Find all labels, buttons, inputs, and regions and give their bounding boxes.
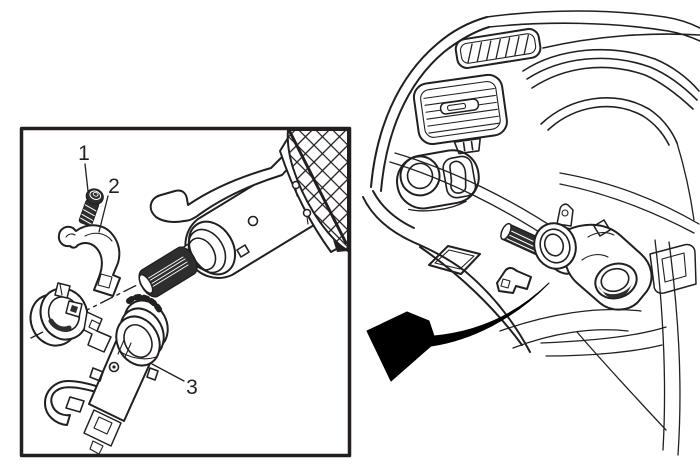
dash-trim-opening: [428, 245, 481, 275]
ignition-switch-module: [564, 223, 653, 311]
clamp-foot-hole: [97, 273, 113, 289]
headlight-switch-lever: [449, 160, 467, 194]
housing-screw-boss: [108, 361, 120, 373]
lower-dash-lines: [540, 239, 681, 456]
callout-1-leader: [84, 163, 89, 192]
dash-trim-opening-inner: [434, 249, 475, 270]
housing-upper-arm-slot: [88, 319, 101, 332]
column-upper-tab: [556, 203, 574, 227]
parts-detail-inset: 1 2 3: [19, 126, 352, 458]
module-right-bracket-inner: [661, 252, 687, 283]
lock-module-opening: [594, 262, 638, 300]
housing-cap-face-inner: [123, 323, 153, 359]
headlight-switch-knob: [399, 155, 441, 197]
bolt-head-ring-inner: [92, 191, 99, 197]
headlight-switch-shadow: [408, 200, 467, 212]
column-tube-screw: [247, 215, 259, 227]
callout-2-label: 2: [108, 175, 120, 198]
callout-3-label: 3: [186, 376, 198, 399]
install-direction-arrow: [366, 282, 550, 382]
column-upper-tab-hole: [561, 209, 569, 217]
collar-ring: [29, 282, 89, 347]
splined-shaft-tip: [138, 273, 154, 295]
side-vent-control-grip: [446, 102, 467, 111]
a-pillar: [370, 16, 490, 192]
lock-module-opening-inner: [600, 267, 630, 293]
lock-cylinder-housing: [44, 294, 169, 455]
callout-1-label: 1: [78, 142, 90, 165]
bracket-stud-2: [302, 208, 312, 218]
steering-column-assembly: [138, 129, 351, 298]
bolt-head-ring: [89, 190, 102, 200]
column-lever: [149, 152, 296, 223]
collar-top-tab-slot: [59, 283, 63, 296]
mesh-panel-edge: [288, 130, 348, 245]
housing-screw-center: [112, 365, 116, 369]
column-lower-bracket-hole: [500, 278, 511, 289]
collar-top-tab: [54, 282, 71, 299]
callout-3-leader: [151, 363, 185, 382]
column-under-lines: [499, 308, 642, 349]
hood-lower-lines: [559, 142, 700, 234]
splined-shaft-stub-tip: [500, 222, 512, 241]
headlight-switch-knob-center: [406, 162, 434, 190]
dashboard-overview: [362, 10, 700, 456]
callout-3: 3: [151, 363, 198, 399]
housing-connector-inner: [93, 416, 113, 435]
mounting-bolt: [78, 188, 104, 227]
housing-side-notches: [89, 367, 159, 382]
collar-side-lug-hole: [70, 305, 78, 313]
housing-rib-lines: [117, 339, 157, 360]
retaining-clamp: [57, 224, 121, 297]
steering-column-stub: [496, 203, 697, 349]
clamp-detail-lines: [65, 232, 113, 242]
windshield-lines: [486, 10, 700, 49]
splined-shaft-splines: [146, 256, 189, 288]
callout-2: 2: [98, 175, 120, 233]
side-vent-inner: [420, 80, 501, 138]
clamp-strap: [57, 224, 121, 297]
housing-hook-block: [65, 396, 85, 413]
bolt-threads: [80, 204, 97, 225]
defroster-vent: [454, 28, 542, 69]
callout-2-leader: [98, 195, 109, 233]
headlight-switch-housing: [396, 149, 480, 210]
housing-hook-bracket: [44, 380, 100, 426]
housing-connector: [83, 409, 122, 447]
defroster-vent-outer: [454, 28, 542, 69]
column-hub-mid-ring: [539, 228, 571, 264]
housing-cap-castellation: [126, 294, 164, 316]
module-rib-lines: [581, 232, 615, 261]
bracket-stud-stems: [295, 188, 309, 225]
callout-1: 1: [78, 142, 90, 192]
defroster-vent-slats: [467, 34, 530, 64]
headlight-switch: [396, 149, 480, 212]
defroster-vent-inner: [459, 33, 537, 64]
housing-connector-tip: [89, 440, 104, 455]
instrument-cluster-hood: [522, 48, 700, 146]
collar-inner-shadow: [48, 318, 72, 332]
side-vent-outer: [412, 73, 508, 146]
column-hub-inner-ring: [543, 233, 565, 257]
side-air-vent: [412, 73, 508, 155]
lock-module-opening-shadow: [598, 282, 633, 299]
column-tube-slot: [236, 244, 250, 258]
mesh-panel-corner: [333, 240, 348, 252]
dash-left-silhouette: [362, 190, 531, 353]
headlight-switch-opening: [442, 155, 477, 199]
